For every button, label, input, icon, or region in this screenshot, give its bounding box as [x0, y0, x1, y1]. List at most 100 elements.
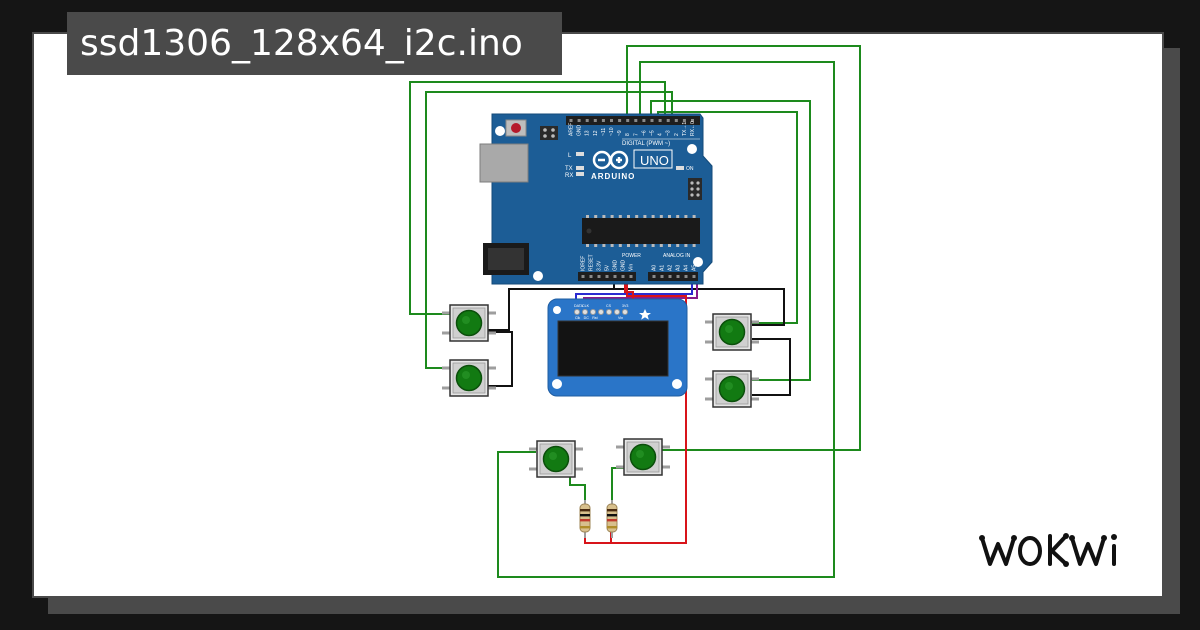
digital-pin-hole[interactable]: [634, 119, 638, 122]
digital-pin-label: 4: [658, 133, 664, 136]
push-button-3[interactable]: [705, 313, 759, 351]
led-tx-label: TX: [565, 166, 573, 172]
push-button-2[interactable]: [442, 359, 496, 397]
power-pin-hole[interactable]: [581, 275, 585, 278]
atmega-chip: [582, 218, 700, 244]
digital-pin-hole[interactable]: [626, 119, 630, 122]
oled-pin[interactable]: [598, 309, 604, 315]
digital-pin-hole[interactable]: [610, 119, 613, 122]
digital-pin-hole[interactable]: [642, 119, 646, 122]
led-rx-label: RX: [565, 173, 573, 179]
analog-pin-hole[interactable]: [668, 275, 672, 278]
digital-pin-hole[interactable]: [682, 119, 686, 122]
arduino-logo-icon: [592, 150, 629, 170]
power-label: POWER: [622, 253, 641, 259]
power-pin-hole[interactable]: [613, 275, 617, 278]
digital-pin-hole[interactable]: [569, 119, 573, 122]
resistor-2[interactable]: [606, 500, 618, 538]
oled-pin-label: CLK: [582, 304, 590, 308]
oled-pin-label: 3V3: [622, 304, 628, 308]
wokwi-logo: [979, 533, 1117, 567]
usb-port: [479, 143, 529, 183]
digital-pin-label: 2: [674, 133, 680, 136]
analog-label: ANALOG IN: [663, 253, 691, 259]
digital-pin-hole[interactable]: [691, 119, 694, 122]
analog-pin-hole[interactable]: [676, 275, 680, 278]
digital-pin-label: GND: [577, 125, 583, 137]
oled-pin-label: Vin: [618, 316, 623, 320]
power-pin-label: IOREF: [581, 256, 587, 271]
power-pin-hole[interactable]: [629, 275, 633, 278]
analog-header: [648, 272, 698, 281]
board-model-label: UNO: [640, 153, 669, 168]
analog-pin-label: A1: [660, 265, 666, 271]
oled-pin[interactable]: [606, 309, 612, 315]
digital-pin-hole[interactable]: [577, 119, 581, 122]
oled-pin[interactable]: [622, 309, 628, 315]
digital-pin-label: 8: [625, 133, 631, 136]
digital-pin-label: 13: [585, 130, 591, 136]
oled-pin-label: Rst: [592, 316, 597, 320]
digital-pin-hole[interactable]: [601, 119, 605, 122]
on-led-label: ON: [686, 166, 694, 172]
digital-pin-label: 7: [633, 133, 639, 136]
wire-btn6-res2: [611, 467, 624, 504]
digital-pin-hole[interactable]: [593, 119, 597, 122]
board-brand-label: ARDUINO: [591, 172, 635, 181]
power-pin-hole[interactable]: [589, 275, 593, 278]
wire-btn5-loop: [497, 61, 835, 578]
digital-pin-hole[interactable]: [585, 119, 589, 122]
analog-pin-hole[interactable]: [652, 275, 656, 278]
power-pin-label: RESET: [589, 254, 595, 271]
analog-pin-hole[interactable]: [692, 275, 696, 278]
led-l-label: L: [568, 153, 572, 159]
digital-pin-label: 12: [593, 130, 599, 136]
push-button-5[interactable]: [529, 440, 583, 478]
analog-pin-label: A5: [692, 265, 698, 271]
oled-pin-label: DATA: [574, 304, 584, 308]
analog-pin-hole[interactable]: [684, 275, 688, 278]
analog-pin-label: A0: [652, 265, 658, 271]
digital-pin-label: AREF: [569, 123, 575, 136]
analog-pin-label: A4: [684, 265, 690, 271]
power-pin-label: Vin: [629, 264, 635, 271]
digital-pin-hole[interactable]: [618, 119, 622, 122]
icsp-header: [540, 126, 558, 140]
wire-btn1-to-d7: [409, 81, 666, 315]
digital-pin-label: ~6: [641, 130, 647, 136]
analog-pin-hole[interactable]: [660, 275, 664, 278]
digital-pin-label: ~3: [666, 130, 672, 136]
power-pin-hole[interactable]: [605, 275, 609, 278]
project-filename-tab[interactable]: ssd1306_128x64_i2c.ino: [67, 12, 562, 75]
wires-black: [488, 282, 791, 396]
digital-header: [566, 116, 700, 125]
oled-screen: [557, 320, 669, 377]
power-pin-label: GND: [613, 260, 619, 272]
power-pin-label: 3.3V: [597, 260, 603, 271]
resistor-1[interactable]: [579, 500, 591, 538]
power-pin-hole[interactable]: [597, 275, 601, 278]
digital-pin-hole[interactable]: [666, 119, 670, 122]
digital-pin-label: ~5: [650, 130, 656, 136]
power-pin-label: 5V: [605, 264, 611, 271]
oled-pin[interactable]: [582, 309, 588, 315]
digital-pin-hole[interactable]: [674, 119, 678, 122]
push-button-4[interactable]: [705, 370, 759, 408]
oled-pin[interactable]: [590, 309, 596, 315]
oled-pin-label: CS: [606, 304, 612, 308]
push-button-1[interactable]: [442, 304, 496, 342]
digital-header-label: DIGITAL (PWM ~): [622, 141, 670, 147]
push-button-6[interactable]: [616, 438, 670, 476]
digital-pin-hole[interactable]: [658, 119, 662, 122]
digital-pin-label: RX←0: [690, 121, 696, 136]
power-pin-hole[interactable]: [621, 275, 625, 278]
oled-pin[interactable]: [614, 309, 620, 315]
digital-pin-label: ~11: [601, 128, 607, 136]
digital-pin-hole[interactable]: [650, 119, 654, 122]
oled-pin[interactable]: [574, 309, 580, 315]
digital-pin-label: ~9: [617, 130, 623, 136]
digital-pin-label: ~10: [609, 127, 615, 136]
